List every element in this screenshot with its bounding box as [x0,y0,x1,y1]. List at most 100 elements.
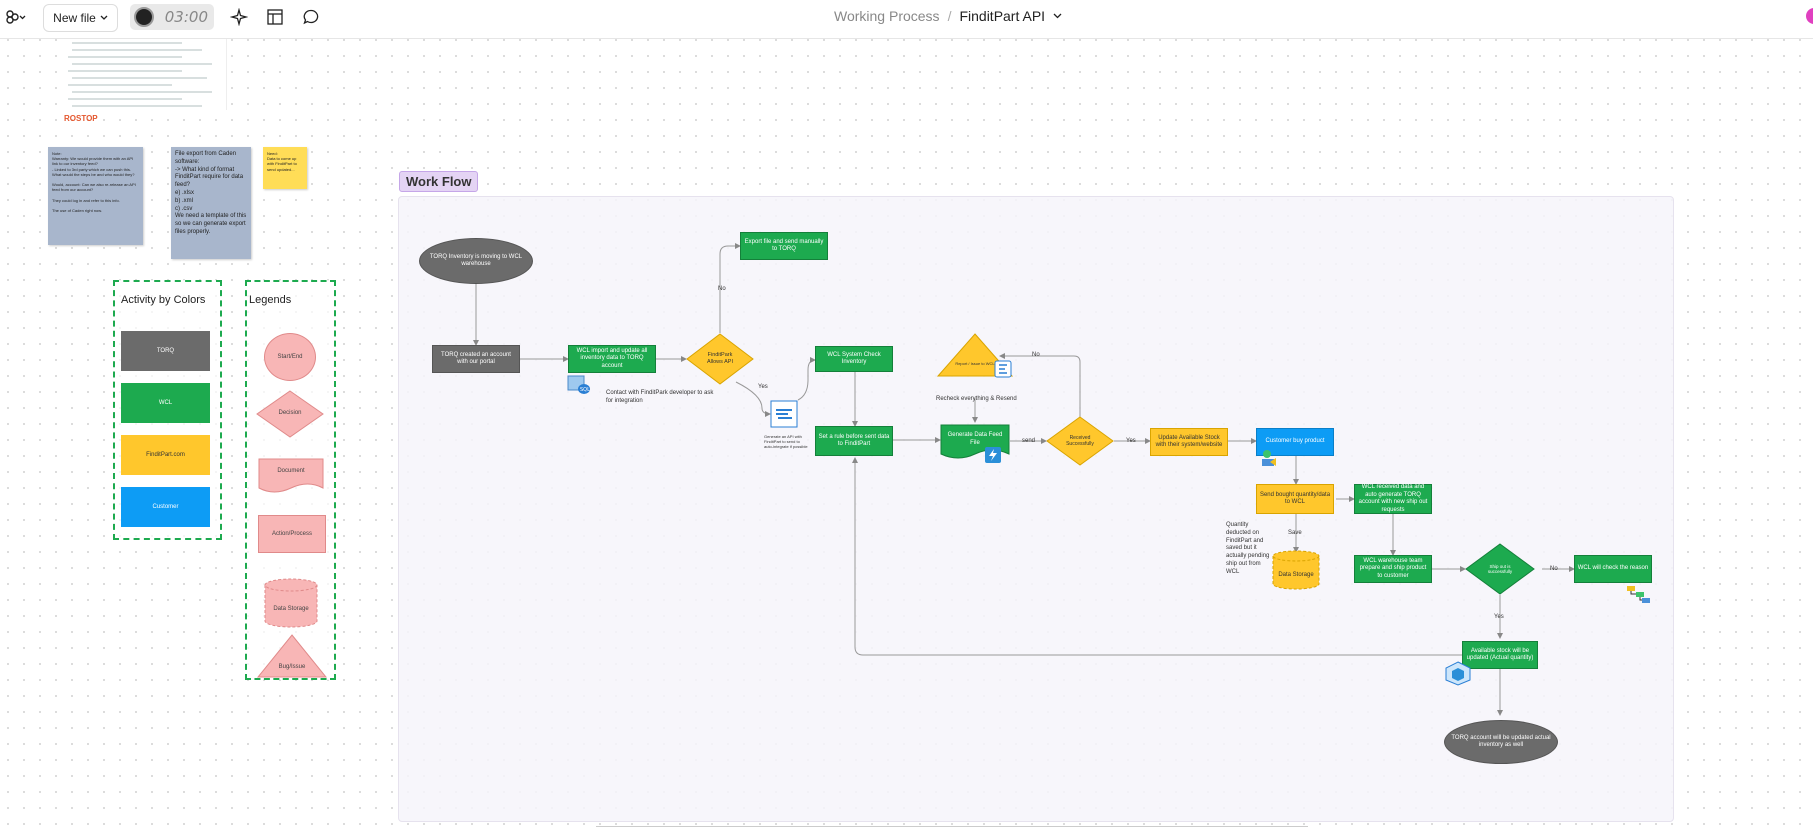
wrench-icon [994,360,1012,378]
node-export-file-manual[interactable]: Export file and send manually to TORQ [740,232,828,260]
top-toolbar: New file 03:00 Working Process / FinditP… [0,0,1813,39]
sparkle-icon [230,8,248,26]
breadcrumb-separator: / [947,8,952,24]
decision-finditpart-allows-api[interactable]: FinditPark Allows API [686,333,754,385]
label-no-1: No [718,286,726,292]
legend-decision[interactable]: Decision [256,390,324,438]
file-title[interactable]: FinditPart API [959,8,1046,24]
node-send-bought-quantity[interactable]: Send bought quantity/data to WCL [1256,484,1334,514]
legend-decision-label: Decision [278,410,302,417]
breadcrumb: Working Process / FinditPart API [834,8,1062,24]
label-yes-1: Yes [758,384,768,390]
node-wcl-received-auto[interactable]: WCL received data and auto generate TORQ… [1354,484,1432,514]
workflow-title[interactable]: Work Flow [399,171,479,192]
decision-shape [256,390,324,438]
decision-shape [1046,416,1114,466]
activity-customer-swatch[interactable]: Customer [121,487,210,527]
node-data-storage[interactable]: Data Storage [1272,550,1320,590]
node-torq-created-account[interactable]: TORQ created an account with our portal [432,345,520,373]
document-shape [258,458,324,493]
chevron-down-icon [100,15,108,20]
timer-widget[interactable]: 03:00 [130,4,214,30]
new-file-button[interactable]: New file [43,4,118,32]
label-yes-3: Yes [1494,614,1504,620]
canvas-bottom-frame [596,826,1308,831]
title-chevron-down-icon[interactable] [1053,13,1062,19]
document-text-lines [68,42,212,107]
timer-value: 03:00 [164,8,208,26]
triangle-shape [257,634,327,678]
legend-action-process[interactable]: Action/Process [258,515,326,553]
node-wcl-system-check[interactable]: WCL System Check Inventory [815,346,893,372]
database-icon: SQL [566,372,592,396]
node-available-stock-updated[interactable]: Available stock will be updated (Actual … [1462,641,1538,669]
node-check-reason[interactable]: WCL will check the reason [1574,555,1652,583]
flowchart-icon [1626,584,1652,604]
data-storage-label: Data Storage [1278,572,1314,578]
label-yes-2: Yes [1126,438,1136,444]
workflow-section[interactable] [398,196,1674,822]
generate-data-feed-label: Generate Data Feed File [947,432,1003,446]
new-file-label: New file [53,11,96,25]
decision-received-successfully[interactable]: Received Successfully [1046,416,1114,466]
label-recheck-resend: Recheck everything & Resend [936,396,1017,402]
legend-document-label: Document [277,468,305,474]
avatar[interactable] [1806,8,1813,24]
sticky-note-3[interactable]: Need: Data to come up with FinditPart to… [263,147,307,189]
received-successfully-label: Received Successfully [1066,435,1094,447]
customer-icon [1258,448,1278,468]
activity-title: Activity by Colors [121,294,206,306]
brand-logo: ROSTOP [64,114,98,123]
cylinder-shape [1272,550,1320,590]
legends-title: Legends [249,294,292,306]
app-menu-button[interactable] [4,8,28,26]
svg-text:SQL: SQL [580,387,590,393]
activity-finditpart-swatch[interactable]: FinditPart.com [121,435,210,475]
lightning-icon [984,446,1002,464]
caption-api-generate: Generate an API with FinditPart to send … [764,434,808,450]
legend-data-storage[interactable]: Data Storage [264,578,318,628]
timer-dial-icon [134,7,154,27]
sticky-note-2[interactable]: File export from Caden software: -> What… [171,147,251,259]
decision-shape [686,333,754,385]
cube-icon [1444,660,1472,686]
cylinder-shape [264,578,318,628]
legend-bug-issue-label: Bug/Issue [278,664,306,670]
layout-icon [267,9,283,25]
document-snippet[interactable] [62,38,227,110]
node-update-available-stock[interactable]: Update Available Stock with their system… [1150,428,1228,456]
node-set-rule[interactable]: Set a rule before sent data to FinditPar… [815,426,893,456]
label-save: Save [1288,530,1302,536]
triangle-shape [937,333,1013,377]
decision-shape [1465,543,1535,595]
node-start-inventory-moving[interactable]: TORQ Inventory is moving to WCL warehous… [419,238,533,284]
ship-out-success-label: Ship out is successfully [1487,563,1513,574]
decision-label: FinditPark Allows API [707,352,733,365]
legend-bug-issue[interactable]: Bug/Issue [257,634,327,678]
node-customer-buy[interactable]: Customer buy product [1256,428,1334,456]
decision-ship-out-success[interactable]: Ship out is successfully [1465,543,1535,595]
comment-button[interactable] [300,6,322,28]
note-quantity-deducted: Quantity deducted on FinditPart and save… [1226,522,1270,575]
figma-logo-icon [6,10,26,24]
node-wcl-import-update[interactable]: WCL import and update all inventory data… [568,345,656,373]
api-integration-icon [770,400,798,428]
label-send: send [1022,438,1036,444]
legend-data-storage-label: Data Storage [273,606,309,612]
node-end-torq-updated[interactable]: TORQ account will be updated actual inve… [1444,720,1558,764]
legend-document[interactable]: Document [258,458,324,494]
label-no-3: No [1550,566,1558,572]
activity-torq-swatch[interactable]: TORQ [121,331,210,371]
legend-start-end[interactable]: Start/End [264,333,316,381]
layout-button[interactable] [264,6,286,28]
sticky-note-1[interactable]: Note: Warranty: We would provide them wi… [48,147,143,245]
activity-wcl-swatch[interactable]: WCL [121,383,210,423]
note-contact-developer: Contact with FinditPark developer to ask… [606,390,714,404]
node-warehouse-ship[interactable]: WCL warehouse team prepare and ship prod… [1354,555,1432,583]
label-no-2: No [1032,352,1040,358]
comment-icon [303,9,319,25]
breadcrumb-parent[interactable]: Working Process [834,8,940,24]
node-report-issue[interactable]: Report / Issue to WCL [937,333,1013,377]
ai-sparkle-button[interactable] [228,6,250,28]
